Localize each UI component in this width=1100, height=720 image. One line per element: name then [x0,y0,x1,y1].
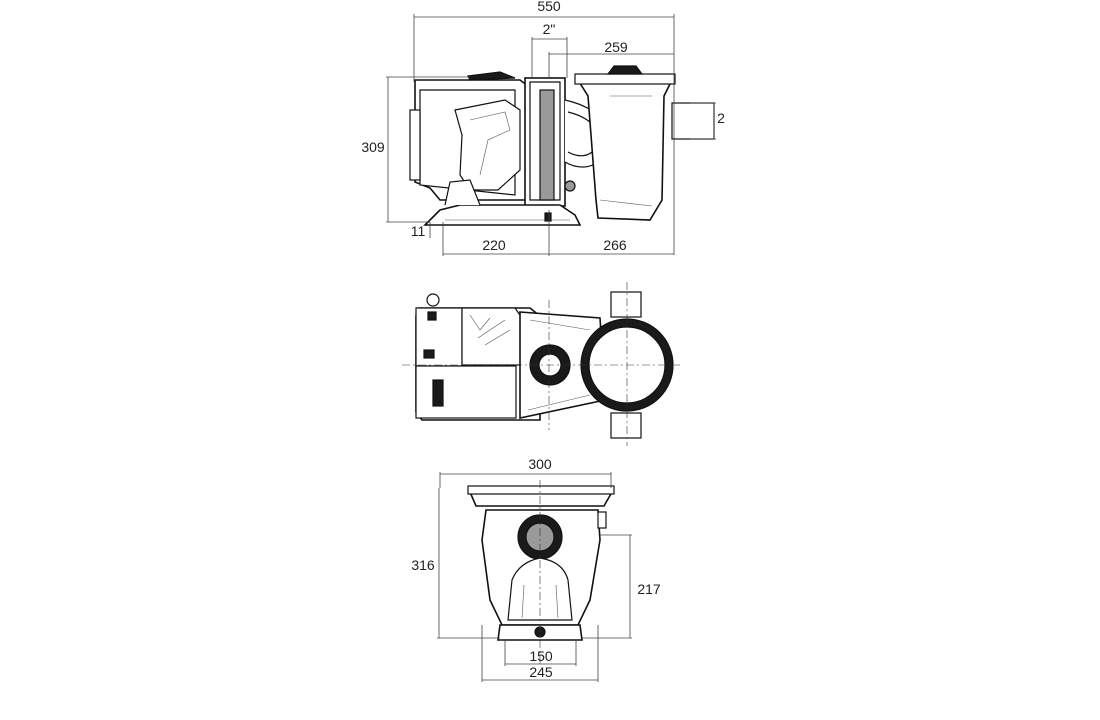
dim-base-front: 220 [482,237,506,253]
dim-overall-length: 550 [537,0,561,14]
dim-foot-outer: 245 [529,664,553,680]
dim-pump-length: 259 [604,39,628,55]
dim-height: 309 [361,139,385,155]
dim-foot-inner: 150 [529,648,553,664]
dim-outlet-height: 217 [637,581,661,597]
dim-base-offset: 11 [411,223,426,239]
dim-base-rear: 266 [603,237,627,253]
dim-front-width: 300 [528,456,552,472]
front-view: 300 316 217 150 245 [411,456,661,682]
dim-outlet-size: 2 [717,110,725,126]
side-view: 550 2" 259 309 11 220 266 2 [361,0,725,256]
top-view [402,282,680,446]
dim-front-height: 316 [411,557,435,573]
dim-inlet-size: 2" [543,21,556,37]
